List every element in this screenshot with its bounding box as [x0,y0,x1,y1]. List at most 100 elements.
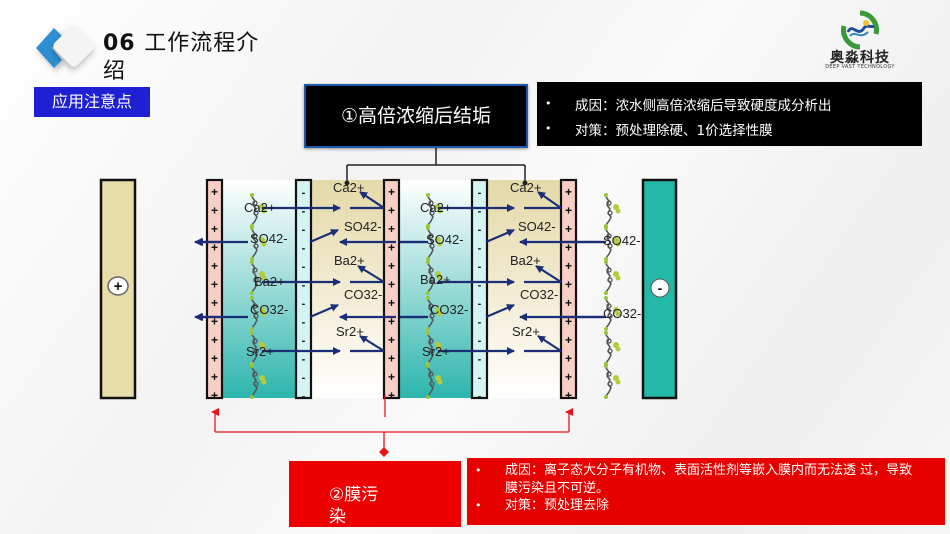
membrane-charge-sign: + [211,315,218,329]
membrane-charge-sign: - [302,335,306,347]
membrane-charge-sign: + [388,278,395,292]
cation-exchange-membrane: ++++++++++++ [205,178,224,403]
bullet: • [545,122,552,135]
ion-label-ca: Ca2+ [420,200,451,215]
anion-exchange-membrane: ------------ [470,178,489,403]
brand-name: 奥淼科技 [830,50,890,66]
ion-label-so4: SO42- [250,231,288,246]
membrane-charge-sign: + [388,352,395,366]
ion-label-ba: Ba2+ [420,272,451,287]
organic-foulant-molecule [603,363,622,400]
organic-foulant-molecule [603,330,622,367]
membrane-charge-sign: - [478,372,482,384]
membrane-charge-sign: + [211,259,218,273]
problem1-cause-row: • 成因：浓水侧高倍浓缩后导致硬度成分析出 [545,91,922,116]
membrane-charge-sign: - [302,187,306,199]
ion-label-co3: CO32- [250,302,288,317]
membrane-charge-sign: + [388,185,395,199]
membrane-charge-sign: - [478,261,482,273]
ion-label-co3: CO32- [603,306,641,321]
cation-exchange-membrane: ++++++++++++ [382,178,401,403]
title-line1: 工作流程介 [144,31,260,56]
problem1-title-box: ①高倍浓缩后结垢 [304,84,528,148]
ion-label-so4: SO42- [518,219,556,234]
problem2-measure: 对策：预处理去除 [505,498,610,513]
membrane-charge-sign: + [388,222,395,236]
ion-label-ca: Ca2+ [333,180,364,195]
cation-exchange-membrane: ++++++++++++ [559,178,578,403]
ion-migration-arrow [309,303,339,319]
membrane-charge-sign: + [565,333,572,347]
membrane-charge-sign: + [211,352,218,366]
brand-subtitle: DEEP VAST TECHNOLOGY [825,64,895,70]
membrane-charge-sign: - [302,298,306,310]
ion-label-sr: Sr2+ [246,344,274,359]
membrane-charge-sign: - [302,354,306,366]
membrane-charge-sign: + [211,370,218,384]
concentrate-channel-1 [310,180,386,398]
ion-migration-arrow [485,228,515,244]
ion-migration-arrow [357,265,385,283]
scaling-connector [346,148,526,183]
membrane-charge-sign: - [302,372,306,384]
membrane-charge-sign: + [565,352,572,366]
water-wave-circle-icon [841,10,879,50]
diluate-channel-1 [222,180,298,398]
cathode-sign: - [658,280,663,296]
membrane-charge-sign: + [565,185,572,199]
title-line2: 绍 [103,59,127,84]
ion-migration-arrow [309,228,339,244]
membrane-charge-sign: + [565,241,572,255]
membrane-charge-sign: + [211,241,218,255]
ion-label-ba: Ba2+ [334,253,365,268]
membrane-charge-sign: - [302,391,306,403]
bullet: • [475,499,482,512]
membrane-charge-sign: - [302,243,306,255]
problem1-cause: 成因：浓水侧高倍浓缩后导致硬度成分析出 [575,97,832,114]
membrane-charge-sign: + [565,259,572,273]
connector-dot [344,180,350,186]
membrane-charge-sign: + [565,315,572,329]
ion-migration-arrow [537,191,562,209]
membrane-charge-sign: + [388,204,395,218]
problem2-cause: 成因：离子态大分子有机物、表面活性剂等嵌入膜内而无法透 过，导致膜污染且不可逆。 [505,463,913,496]
ion-label-ba: Ba2+ [254,274,285,289]
membrane-charge-sign: + [388,296,395,310]
problem2-title-line2: 染 [329,507,346,527]
organic-foulant-molecule [603,192,622,229]
ion-label-co3: CO32- [520,287,558,302]
membrane-charge-sign: + [211,185,218,199]
section-number: 06 [103,31,136,56]
ion-migration-arrow [359,191,385,209]
membrane-charge-sign: + [565,278,572,292]
membrane-charge-sign: - [302,280,306,292]
membrane-charge-sign: - [302,317,306,329]
membrane-charge-sign: + [388,241,395,255]
membrane-charge-sign: - [478,335,482,347]
ion-label-co3: CO32- [344,287,382,302]
membrane-charge-sign: - [478,243,482,255]
anode-sign: + [114,278,123,295]
membrane-charge-sign: + [388,370,395,384]
ion-migration-arrow [535,265,562,283]
membrane-charge-sign: - [478,354,482,366]
membrane-charge-sign: + [565,222,572,236]
membrane-charge-sign: + [565,296,572,310]
ion-label-sr: Sr2+ [422,344,450,359]
ion-migration-arrow [485,303,515,319]
membrane-charge-sign: - [478,391,482,403]
membrane-charge-sign: + [211,296,218,310]
ion-label-so4: SO42- [603,233,641,248]
membrane-charge-sign: + [211,333,218,347]
membrane-charge-sign: + [565,204,572,218]
ion-label-ca: Ca2+ [244,200,275,215]
ion-label-so4: SO42- [344,219,382,234]
problem2-cause-row: • 成因：离子态大分子有机物、表面活性剂等嵌入膜内而无法透 过，导致膜污染且不可… [475,462,945,497]
problem2-measure-row: • 对策：预处理去除 [475,497,945,515]
organic-foulant-molecule [603,259,622,296]
membrane-charge-sign: - [478,317,482,329]
membrane-charge-sign: - [302,261,306,273]
ion-label-ba: Ba2+ [510,253,541,268]
anion-exchange-membrane: ------------ [294,178,313,403]
